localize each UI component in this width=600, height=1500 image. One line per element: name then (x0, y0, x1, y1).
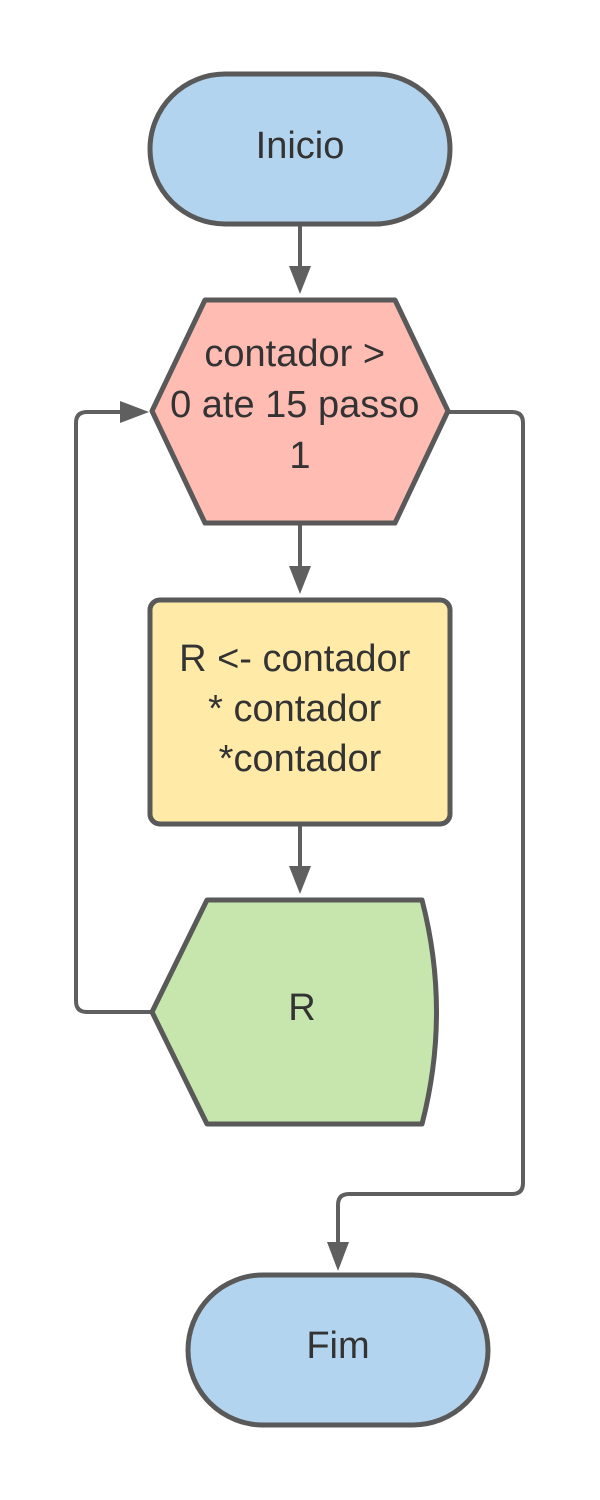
edge-start-to-loop (289, 224, 311, 294)
process-shape (147, 597, 453, 827)
process-label: R <- contador * contador *contador (179, 638, 421, 780)
edge-process-to-output (289, 824, 311, 894)
process-label-line-3: *contador (219, 738, 382, 780)
process-label-line-1: R <- contador (179, 638, 411, 680)
end-shape (185, 1272, 491, 1428)
connectors (74, 224, 525, 1271)
edge-output-to-loop (74, 401, 152, 1014)
start-label: Inicio (256, 125, 345, 167)
start-terminator: Inicio (147, 71, 453, 227)
start-shape (147, 71, 453, 227)
loop-label-line-1: contador > (204, 333, 385, 375)
loop-shape (149, 297, 451, 526)
edge-loop-to-end (327, 410, 525, 1271)
loop-label-line-3: 1 (289, 435, 310, 477)
process-label-line-2: * contador (208, 688, 382, 730)
output-display: R (149, 897, 439, 1127)
output-label: R (288, 987, 315, 1029)
end-terminator: Fim (185, 1272, 491, 1428)
process-box: R <- contador * contador *contador (147, 597, 453, 827)
loop-label-line-2: 0 ate 15 passo (170, 384, 419, 426)
loop-hexagon: contador > 0 ate 15 passo 1 (149, 297, 451, 526)
loop-label: contador > 0 ate 15 passo 1 (170, 333, 430, 477)
end-label: Fim (306, 1325, 369, 1367)
edge-loop-to-process (289, 524, 311, 594)
output-shape (149, 897, 439, 1127)
